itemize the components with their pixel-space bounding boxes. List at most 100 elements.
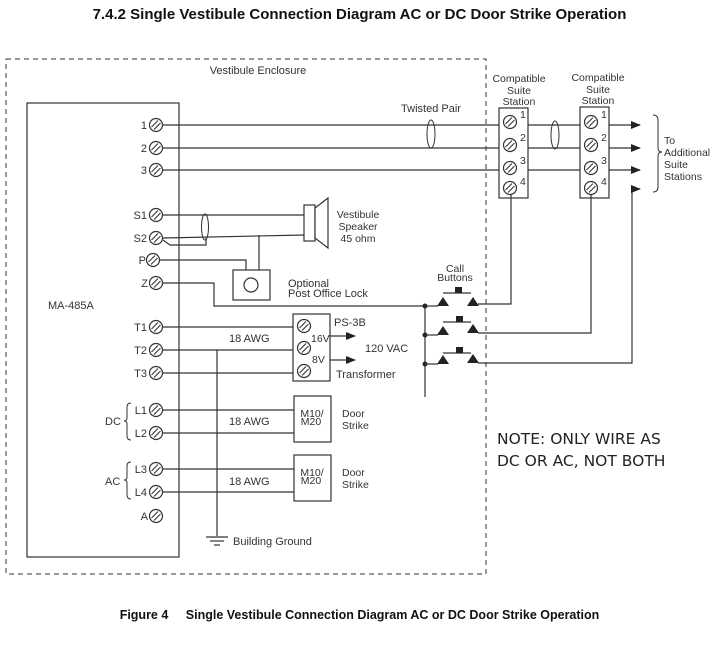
door-strike-dc-label-line1: Door <box>342 408 365 420</box>
terminal-l3-screw <box>148 461 164 477</box>
terminal-s1-label: S1 <box>134 210 147 222</box>
terminal-3-screw <box>148 162 164 178</box>
speaker-cone-icon <box>314 196 329 250</box>
twisted-pair-marker-2 <box>550 120 560 150</box>
z-wire <box>163 282 425 307</box>
transformer-screw-1 <box>296 318 312 334</box>
station1-label-line1: Compatible <box>492 73 545 85</box>
door-strike-ac-label-line1: Door <box>342 467 365 479</box>
additional-label-line1: To <box>664 135 675 147</box>
terminal-t2-screw <box>148 342 164 358</box>
speaker-label-line3: 45 ohm <box>340 233 375 245</box>
station2-term2-screw <box>583 137 599 153</box>
station2-label-line3: Station <box>582 95 615 107</box>
note-line1: NOTE: ONLY WIRE AS <box>497 430 661 448</box>
station2-term4-label: 4 <box>601 176 607 188</box>
call-button-1 <box>437 287 479 306</box>
vestibule-enclosure-border <box>5 58 487 575</box>
call-buttons <box>422 195 633 397</box>
ground-symbol-icon <box>206 536 228 546</box>
transformer-model-label: PS-3B <box>334 317 366 329</box>
speaker-twisted-pair-marker <box>201 213 209 241</box>
terminal-z-label: Z <box>141 278 148 290</box>
door-strike-ac-model1: M10/ <box>300 467 323 479</box>
door-strike-dc-model1: M10/ <box>300 408 323 420</box>
dc-brace <box>123 402 132 441</box>
station2-term3-screw <box>583 160 599 176</box>
terminal-2-label: 2 <box>141 143 147 155</box>
figure-title: Single Vestibule Connection Diagram AC o… <box>185 608 600 622</box>
po-lock-label-line1: Optional <box>288 278 329 290</box>
terminal-a-label: A <box>141 511 149 523</box>
dc-group-label: DC <box>105 416 121 428</box>
station1-term3-label: 3 <box>520 155 526 167</box>
station1-term2-screw <box>502 137 518 153</box>
terminal-t3-label: T3 <box>134 368 147 380</box>
terminal-screws <box>145 117 164 524</box>
terminal-1-screw <box>148 117 164 133</box>
transformer-8v-label: 8V <box>312 354 325 366</box>
station2-term4-screw <box>583 180 599 196</box>
station2-term2-label: 2 <box>601 132 607 144</box>
twisted-pair-label: Twisted Pair <box>401 103 461 115</box>
terminal-s1-screw <box>148 207 164 223</box>
station1-term1-screw <box>502 114 518 130</box>
terminal-2-screw <box>148 140 164 156</box>
terminal-p-screw <box>145 252 161 268</box>
call-buttons-label-line1: Call <box>446 263 464 275</box>
terminal-1-label: 1 <box>141 120 147 132</box>
ac-brace <box>123 461 132 500</box>
note-line2: DC OR AC, NOT BOTH <box>497 452 665 470</box>
station2-term3-label: 3 <box>601 155 607 167</box>
ac-wire-gauge: 18 AWG <box>229 476 270 488</box>
door-strike-dc-label-line2: Strike <box>342 420 369 432</box>
call-button-3 <box>437 347 479 364</box>
terminal-l3-label: L3 <box>135 464 147 476</box>
station1-term2-label: 2 <box>520 132 526 144</box>
terminal-p-label: P <box>139 255 146 267</box>
ac-group-label: AC <box>105 476 120 488</box>
transformer-input-label: 120 VAC <box>365 343 408 355</box>
door-strike-dc <box>293 395 332 443</box>
speaker-body <box>303 204 316 242</box>
transformer-label: Transformer <box>336 369 396 381</box>
terminal-3-label: 3 <box>141 165 147 177</box>
transformer-wire-gauge: 18 AWG <box>229 333 270 345</box>
dc-wire-gauge: 18 AWG <box>229 416 270 428</box>
additional-label-line4: Stations <box>664 171 702 183</box>
ma485a-controller <box>26 102 180 558</box>
speaker-label-line1: Vestibule <box>337 209 380 221</box>
twisted-pair-marker <box>426 119 436 149</box>
section-title: 7.4.2 Single Vestibule Connection Diagra… <box>92 6 627 23</box>
lock-keyhole-icon <box>243 277 259 293</box>
door-strike-dc-model2: M20 <box>301 416 322 428</box>
station2-term1-label: 1 <box>601 109 607 121</box>
station1-term1-label: 1 <box>520 109 526 121</box>
station1-term4-screw <box>502 180 518 196</box>
transformer-screw-2 <box>296 340 312 356</box>
transformer-screw-3 <box>296 363 312 379</box>
call-buttons-label-line2: Buttons <box>437 272 473 284</box>
terminal-z-screw <box>148 275 164 291</box>
terminal-s2-screw <box>148 230 164 246</box>
station2-term1-screw <box>583 114 599 130</box>
terminal-l4-label: L4 <box>135 487 147 499</box>
station1-label-line3: Station <box>503 96 536 108</box>
door-strike-ac <box>293 454 332 502</box>
data-lines <box>163 121 641 174</box>
controller-label: MA-485A <box>48 300 95 312</box>
station1-label-line2: Suite <box>507 85 531 97</box>
po-lock-label-line2: Post Office Lock <box>288 288 368 300</box>
additional-stations-brace <box>652 114 663 193</box>
post-office-lock <box>232 269 271 301</box>
terminal-l1-label: L1 <box>135 405 147 417</box>
terminal-t3-screw <box>148 365 164 381</box>
ground-label: Building Ground <box>233 536 312 548</box>
terminal-t1-label: T1 <box>134 322 147 334</box>
terminal-l2-screw <box>148 425 164 441</box>
terminal-t1-screw <box>148 319 164 335</box>
terminal-l1-screw <box>148 402 164 418</box>
additional-label-line3: Suite <box>664 159 688 171</box>
terminal-t2-label: T2 <box>134 345 147 357</box>
door-strike-ac-label-line2: Strike <box>342 479 369 491</box>
